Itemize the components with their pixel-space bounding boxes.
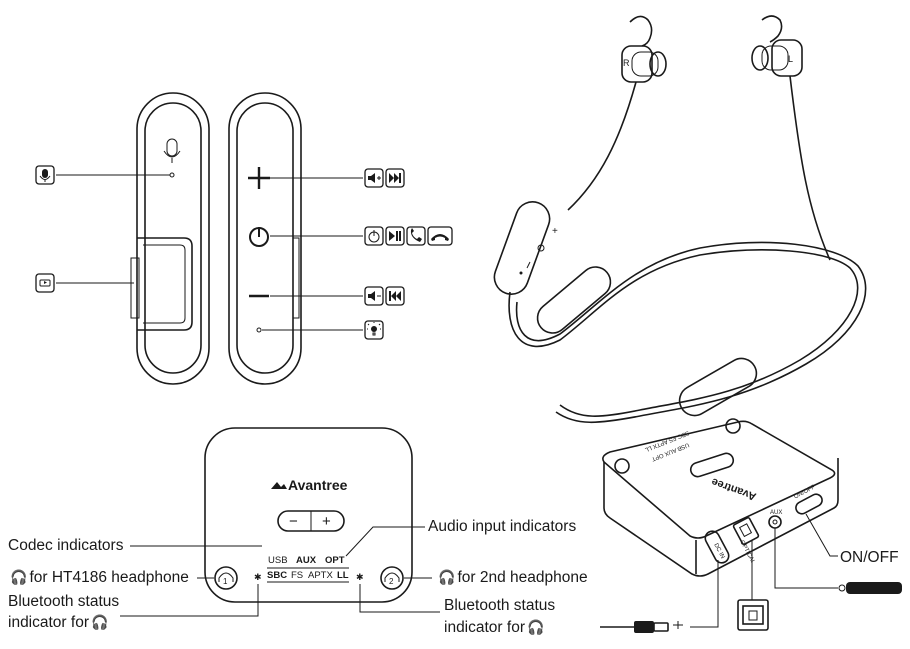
codec-sbc: SBC — [267, 570, 287, 581]
minus-key: − — [289, 513, 298, 530]
mic-outline-icon — [163, 138, 181, 163]
input-opt: OPT — [325, 555, 345, 566]
play-pause-icon — [385, 226, 405, 246]
bt-status-left-line2: indicator for🎧 — [8, 614, 109, 631]
right-earbud-label: R — [623, 58, 630, 68]
end-call-icon — [427, 226, 453, 246]
bt-indicator-left: ✱ — [254, 572, 262, 582]
transmitter-3d: Avantree USB AUX OPT SBC FS APTX LL DC I… — [602, 418, 839, 577]
transmitter-front: Avantree − + USB AUX OPT SBC FS APTX LL … — [204, 427, 413, 603]
headphone-1-icon: 🎧 — [10, 569, 28, 585]
headphone-1-button: 1 — [214, 566, 238, 590]
headphone-2-button: 2 — [380, 566, 404, 590]
volume-down-icon — [364, 286, 384, 306]
aux-plug-icon — [824, 582, 902, 594]
svg-text:ON/OFF: ON/OFF — [793, 484, 816, 500]
port-dcin — [704, 530, 730, 564]
led-indicator-icon — [364, 320, 384, 340]
brand-logo-3d: Avantree — [710, 475, 758, 502]
neckband-earphones: R L + — [493, 15, 867, 424]
second-headphone-label: 🎧for 2nd headphone — [438, 569, 588, 586]
charge-port-icon — [35, 273, 55, 293]
bt-status-right-line1: Bluetooth status — [444, 597, 556, 614]
ht4186-headphone-label: 🎧for HT4186 headphone — [10, 569, 189, 586]
on-off-label: ON/OFF — [840, 549, 899, 566]
plus-key: + — [322, 513, 331, 530]
power-icon — [364, 226, 384, 246]
previous-track-icon — [385, 286, 405, 306]
svg-text:AUX: AUX — [770, 510, 782, 516]
svg-text:+: + — [552, 226, 558, 237]
mic-icon — [35, 165, 55, 185]
charging-clip — [130, 237, 193, 331]
inline-remote: + — [493, 201, 558, 295]
headphone-2-icon: 🎧 — [438, 569, 456, 585]
remote-side-view — [130, 92, 210, 385]
bt-status-right-line2: indicator for🎧 — [444, 619, 545, 636]
headphone-2-icon: 🎧 — [526, 619, 545, 635]
headphone-1-icon: 🎧 — [90, 614, 109, 630]
svg-text:1: 1 — [223, 577, 228, 586]
port-optical — [732, 516, 760, 546]
codec-ll: LL — [337, 570, 349, 581]
codec-aptx: APTX — [308, 570, 333, 581]
power-button-glyph — [249, 227, 269, 247]
left-earbud-label: L — [788, 54, 793, 64]
bt-status-left-line1: Bluetooth status — [8, 593, 120, 610]
input-aux: AUX — [296, 555, 317, 566]
remote-front-view — [228, 92, 302, 385]
audio-input-indicators-label: Audio input indicators — [428, 518, 577, 535]
svg-text:2: 2 — [389, 577, 394, 586]
port-onoff — [795, 493, 823, 515]
input-usb: USB — [268, 555, 288, 566]
volume-up-icon — [364, 168, 384, 188]
next-track-icon — [385, 168, 405, 188]
codec-fs: FS — [291, 570, 303, 581]
usb-cable-icon — [600, 621, 683, 633]
optical-port-icon — [737, 599, 769, 631]
port-aux — [768, 515, 782, 529]
codec-indicators-label: Codec indicators — [8, 537, 124, 554]
bt-indicator-right: ✱ — [356, 572, 364, 582]
answer-call-icon — [406, 226, 426, 246]
brand-logo: Avantree — [288, 477, 348, 493]
